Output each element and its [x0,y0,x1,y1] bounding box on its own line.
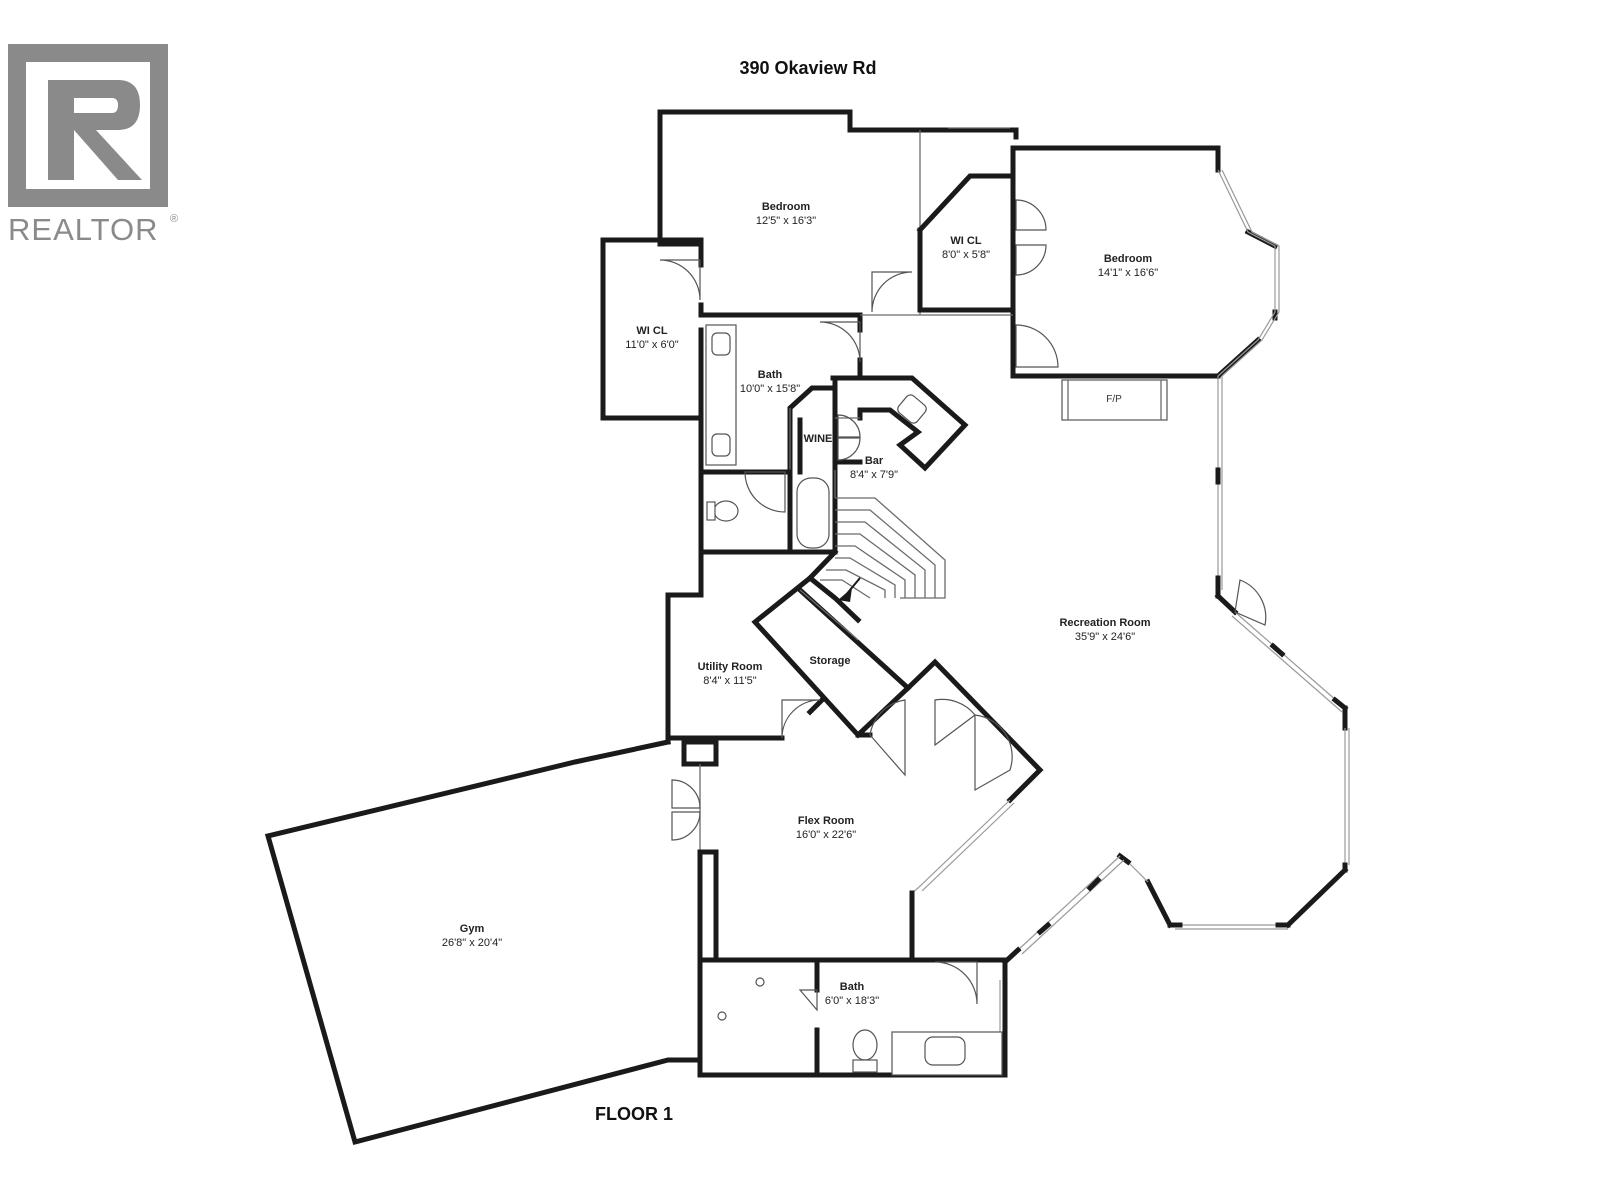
label-bar: Bar [865,455,884,467]
door-flex-east-1 [934,698,976,747]
toilet-south [852,1029,878,1061]
realtor-registered-mark: ® [170,213,178,225]
walls-recreation [1001,376,1350,966]
walls-bath-bar [698,375,969,555]
doors [659,199,1267,1012]
label-wicl-a: WI CL [950,235,981,247]
door-flex-north [869,699,906,777]
bathtub [796,477,830,549]
dims-bath-a: 10'0" x 15'8" [740,383,800,395]
fireplace: F/P [1061,379,1168,421]
door-bath-south-inner [798,989,818,1012]
label-gym: Gym [460,923,485,935]
door-wine-1 [837,414,861,438]
floor-label: FLOOR 1 [595,1104,673,1124]
walls-flex [665,658,1044,963]
label-bedroom-a: Bedroom [762,201,811,213]
realtor-r-icon [48,80,142,180]
toilet-tank-north [706,501,716,521]
room-labels: Bedroom 12'5" x 16'3" WI CL 8'0" x 5'8" … [442,201,1158,1007]
dims-bar: 8'4" x 7'9" [850,469,898,481]
toilet-tank-south [852,1059,878,1073]
door-bedroom-a [871,271,913,313]
label-recreation-room: Recreation Room [1059,617,1150,629]
label-utility-room: Utility Room [698,661,763,673]
door-bedroom-b [1015,324,1059,368]
label-flex-room: Flex Room [798,815,854,827]
dims-bath-b: 6'0" x 18'3" [825,995,879,1007]
fireplace-hearth [1061,379,1168,421]
label-storage: Storage [810,655,851,667]
dims-wicl-a: 8'0" x 5'8" [942,249,990,261]
realtor-logo-text: REALTOR [8,212,159,247]
door-utility [781,699,821,739]
label-bath-b: Bath [840,981,865,993]
bath-fixtures-north [705,324,927,549]
dims-bedroom-b: 14'1" x 16'6" [1098,267,1158,279]
realtor-logo: REALTOR ® [8,44,178,247]
dims-bedroom-a: 12'5" x 16'3" [756,215,816,227]
walls-bath-south [697,957,1008,1078]
label-wicl-b: WI CL [636,325,667,337]
door-gym-1 [671,779,701,809]
label-bath-a: Bath [758,369,783,381]
door-wine-2 [837,437,861,461]
staircase [806,470,946,624]
door-gym-2 [671,811,701,841]
door-wicl-west [659,259,701,301]
sink-south [924,1036,966,1066]
door-wicl-east-1 [1015,199,1047,231]
door-bath-south [934,961,978,1005]
door-bath-north [819,321,861,363]
door-wicl-east-2 [1015,244,1047,276]
sink-north-2 [711,433,731,457]
fireplace-label: F/P [1106,394,1122,405]
door-flex-east-2 [974,714,1013,792]
address-title: 390 Okaview Rd [739,58,876,78]
sink-north-1 [711,332,731,356]
walls-gym [264,739,703,1146]
dims-utility-room: 8'4" x 11'5" [703,675,756,687]
shower-drain [755,977,765,987]
label-wine: WINE [804,433,833,445]
door-recreation-east [1234,579,1267,626]
walls-wicl-west [600,237,704,478]
toilet-north [713,500,739,522]
bar-sink [897,394,927,424]
dims-wicl-b: 11'0" x 6'0" [625,339,678,351]
walls-utility [665,549,826,741]
walls-north [657,109,1280,380]
door-toilet-north [744,471,786,513]
dims-flex-room: 16'0" x 22'6" [796,829,856,841]
label-bedroom-b: Bedroom [1104,253,1153,265]
shower-head [717,1011,727,1021]
dims-recreation-room: 35'9" x 24'6" [1075,631,1135,643]
dims-gym: 26'8" x 20'4" [442,937,502,949]
